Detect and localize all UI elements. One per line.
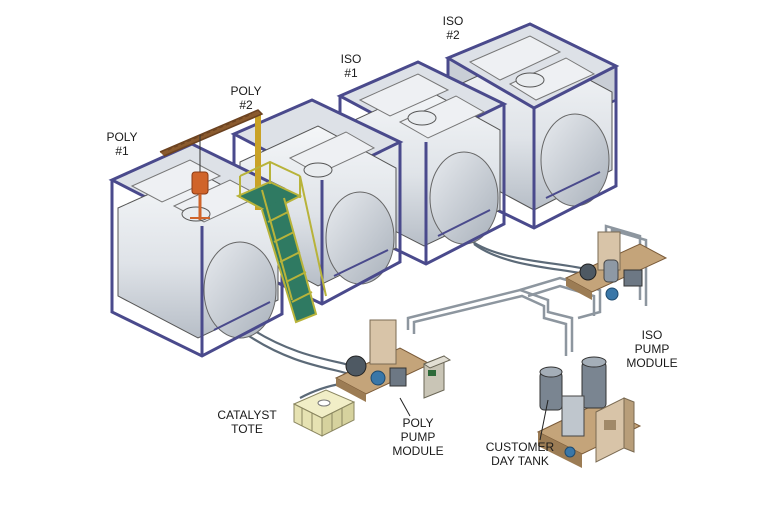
label-iso-pump-line1: ISO: [641, 328, 663, 342]
label-customer-day-tank: CUSTOMER DAY TANK: [480, 440, 560, 468]
label-poly2-line2: #2: [239, 98, 253, 112]
label-iso1-line2: #1: [344, 66, 358, 80]
label-iso2-line1: ISO: [442, 14, 464, 28]
pipe-poly-pump-to-day-tank-2: [412, 294, 568, 356]
label-day-tank-line1: CUSTOMER: [485, 440, 555, 454]
label-iso2: ISO #2: [438, 14, 468, 42]
label-poly-pump-line1: POLY: [402, 416, 434, 430]
day-tank-cabinet: [595, 397, 635, 463]
pipe-rack: [406, 224, 648, 356]
label-poly1: POLY #1: [104, 130, 140, 158]
pipe-poly-pump-to-day-tank-1: [406, 288, 574, 352]
control-panel: [422, 355, 452, 399]
label-poly2: POLY #2: [228, 84, 264, 112]
label-poly1-line2: #1: [115, 144, 129, 158]
iso-pump-module: [564, 231, 668, 301]
access-stairs: [235, 160, 327, 324]
label-poly-pump-line2: PUMP: [400, 430, 436, 444]
label-iso1: ISO #1: [336, 52, 366, 80]
leader-day-tank: [539, 399, 549, 441]
poly-pump-module: [334, 319, 452, 402]
catalyst-tote: [292, 389, 356, 437]
hose-iso1-to-iso-pump: [469, 239, 591, 272]
label-iso-pump-line3: MODULE: [626, 356, 678, 370]
label-iso2-line2: #2: [446, 28, 460, 42]
pipe-cross-1: [519, 276, 602, 320]
label-poly1-line1: POLY: [106, 130, 138, 144]
label-catalyst-line2: TOTE: [231, 422, 263, 436]
label-catalyst-tote: CATALYST TOTE: [212, 408, 282, 436]
hoist: [190, 171, 210, 220]
hose-poly-to-poly-pump-2: [245, 333, 355, 377]
label-poly-pump-module: POLY PUMP MODULE: [390, 416, 446, 458]
label-catalyst-line1: CATALYST: [217, 408, 277, 422]
label-iso-pump-module: ISO PUMP MODULE: [624, 328, 680, 370]
label-poly-pump-line3: MODULE: [392, 444, 444, 458]
customer-day-tank: [536, 356, 642, 468]
label-poly2-line1: POLY: [230, 84, 262, 98]
label-iso-pump-line2: PUMP: [634, 342, 670, 356]
label-day-tank-line2: DAY TANK: [491, 454, 549, 468]
label-iso1-line1: ISO: [340, 52, 362, 66]
leader-poly-pump: [399, 397, 411, 417]
